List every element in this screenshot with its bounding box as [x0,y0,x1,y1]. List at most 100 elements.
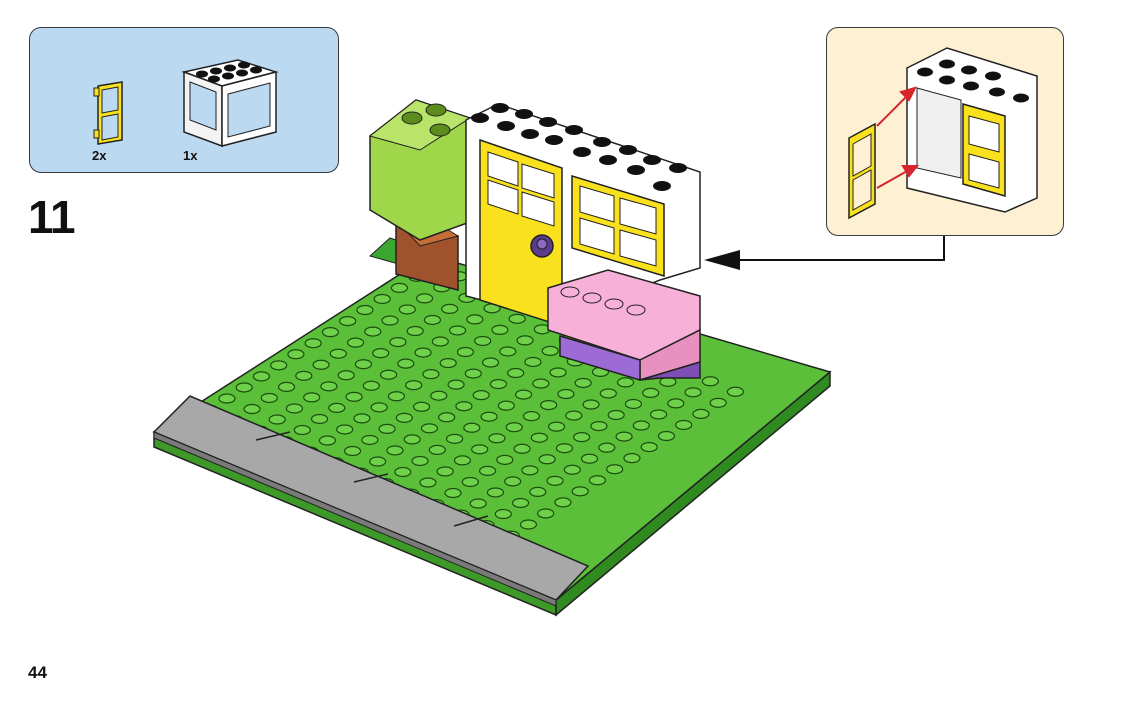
baseplate-stud [390,282,409,294]
baseplate-stud [218,393,236,404]
baseplate-stud [455,401,473,412]
baseplate-stud [488,433,506,444]
baseplate-stud [563,464,581,475]
baseplate-stud [478,465,497,477]
window-frame-quantity: 1x [183,148,198,163]
baseplate-stud [260,392,278,404]
baseplate-stud [588,475,607,486]
baseplate-stud [491,324,509,336]
baseplate-stud [405,380,423,391]
baseplate-stud [607,409,625,421]
baseplate-stud [394,466,412,478]
baseplate-stud [395,412,413,423]
baseplate-stud [582,399,600,410]
baseplate-stud [709,397,727,408]
baseplate-stud [270,360,288,371]
baseplate-stud [538,454,556,465]
baseplate-stud [598,442,616,453]
baseplate-stud [555,443,574,454]
baseplate-stud [590,420,608,432]
baseplate-stud [649,409,668,420]
baseplate-stud [557,388,575,400]
baseplate-stud [346,337,365,348]
baseplate-stud [554,497,572,508]
baseplate-stud [574,377,592,389]
baseplate-stud [438,412,456,423]
baseplate-stud [701,376,719,387]
parts-list-panel: 2x 1x [29,27,339,173]
baseplate-stud [546,475,564,486]
baseplate-stud [361,434,379,446]
baseplate-stud [414,347,432,358]
baseplate-stud [345,391,363,402]
baseplate-stud [428,444,446,456]
baseplate-stud [381,315,399,326]
baseplate-stud [573,432,591,443]
baseplate-stud [541,345,559,357]
baseplate-stud [422,369,440,380]
baseplate-stud [505,422,523,433]
baseplate-stud [444,487,462,499]
baseplate-stud [615,431,633,442]
baseplate-stud [530,432,548,443]
baseplate-stud [489,378,508,390]
baseplate-stud [370,402,388,413]
baseplate-stud [496,454,514,465]
baseplate-stud [623,453,641,464]
baseplate-stud [537,508,555,519]
door-part-icon [93,81,123,145]
baseplate-stud [423,314,442,326]
tree [368,99,472,291]
baseplate-stud [726,386,745,397]
baseplate-stud [243,403,261,415]
baseplate-stud [328,402,346,414]
baseplate-stud [364,326,382,337]
house [465,103,701,382]
baseplate-stud [285,403,304,414]
road-tiles [152,395,590,607]
baseplate-stud [372,348,390,359]
baseplate-stud [507,367,525,379]
baseplate-stud [453,455,472,466]
baseplate-stud [287,349,305,360]
baseplate-stud [339,315,357,327]
baseplate-stud [667,398,685,409]
baseplate-stud [268,414,286,425]
baseplate-stud [430,390,448,401]
baseplate-stud [466,314,484,325]
baseplate-stud [252,371,271,382]
baseplate-stud [406,325,424,337]
baseplate-stud [293,424,311,436]
baseplate-stud [439,357,457,369]
baseplate-stud [474,335,492,347]
baseplate-stud [320,381,338,392]
baseplate-stud [431,336,449,347]
baseplate-stud [481,357,500,368]
baseplate-stud [504,476,522,487]
baseplate-stud [321,327,340,338]
baseplate-stud [304,338,322,349]
baseplate-stud [657,430,676,442]
baseplate-stud [497,400,515,411]
baseplate-stud [295,370,313,381]
baseplate-stud [565,410,583,421]
baseplate-stud [499,346,517,357]
baseplate-stud [456,346,475,358]
baseplate-stud [511,497,530,509]
door-quantity: 2x [92,148,107,163]
baseplate-stud [447,379,465,390]
baseplate-stud [480,411,498,422]
baseplate-stud [441,303,459,315]
step-number: 11 [28,191,76,243]
baseplate-stud [448,325,467,336]
baseplate-stud [547,421,566,432]
baseplate-stud [571,486,589,497]
baseplate-stud [616,377,635,388]
baseplate-stud [310,413,329,425]
baseplate-stud [436,466,454,477]
callout-arrow [712,236,945,261]
baseplate-stud [606,464,624,475]
page-number: 44 [28,663,47,682]
baseplate-stud [463,422,481,433]
baseplate-stud [362,380,380,391]
